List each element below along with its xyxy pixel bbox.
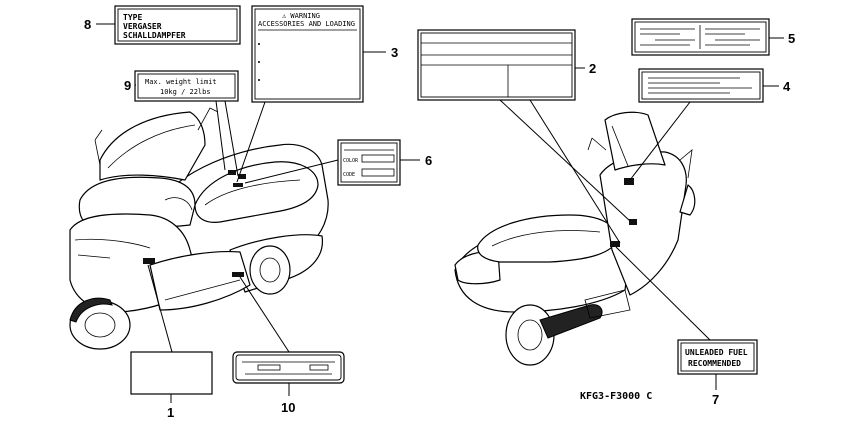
unleaded-fuel-text: UNLEADED FUEL <box>685 348 748 357</box>
label-blank <box>130 351 213 395</box>
scooter-front-view <box>69 107 329 350</box>
callout-5: 5 <box>788 31 795 46</box>
callout-2: 2 <box>589 61 596 76</box>
label-warning-loading: ⚠ WARNING ACCESSORIES AND LOADING <box>251 5 364 103</box>
weight-value-text: 10kg / 22lbs <box>160 88 211 96</box>
label-4 <box>638 68 764 103</box>
schalldampfer-text: SCHALLDAMPFER <box>123 31 186 40</box>
label-info-large <box>417 29 576 101</box>
warning-title-text: ⚠ WARNING <box>282 12 320 20</box>
color-text: COLOR <box>343 158 359 164</box>
label-color-code: COLOR CODE <box>337 139 401 186</box>
callout-7: 7 <box>712 392 719 407</box>
scooter-rear-view <box>454 111 696 366</box>
label-unleaded-fuel: UNLEADED FUEL RECOMMENDED <box>677 339 758 375</box>
drawing-code: KFG3-F3000 C <box>580 391 652 402</box>
vergaser-text: VERGASER <box>123 22 162 31</box>
label-type-plate: TYPE VERGASER SCHALLDAMPFER <box>114 5 241 45</box>
code-text: CODE <box>343 172 355 178</box>
leader-lines <box>96 23 784 403</box>
callout-numbers: 8 9 3 6 2 5 4 7 1 10 <box>84 17 795 420</box>
callout-9: 9 <box>124 78 131 93</box>
callout-4: 4 <box>783 79 791 94</box>
recommended-text: RECOMMENDED <box>688 359 741 368</box>
callout-1: 1 <box>167 405 174 420</box>
label-max-weight: Max. weight limit 10kg / 22lbs <box>134 70 239 102</box>
label-10 <box>232 351 345 384</box>
callout-6: 6 <box>425 153 432 168</box>
callout-3: 3 <box>391 45 398 60</box>
type-text: TYPE <box>123 13 142 22</box>
callout-10: 10 <box>281 400 295 415</box>
callout-8: 8 <box>84 17 91 32</box>
max-weight-text: Max. weight limit <box>145 78 217 86</box>
warning-subtitle-text: ACCESSORIES AND LOADING <box>258 20 355 28</box>
label-5 <box>631 18 770 56</box>
